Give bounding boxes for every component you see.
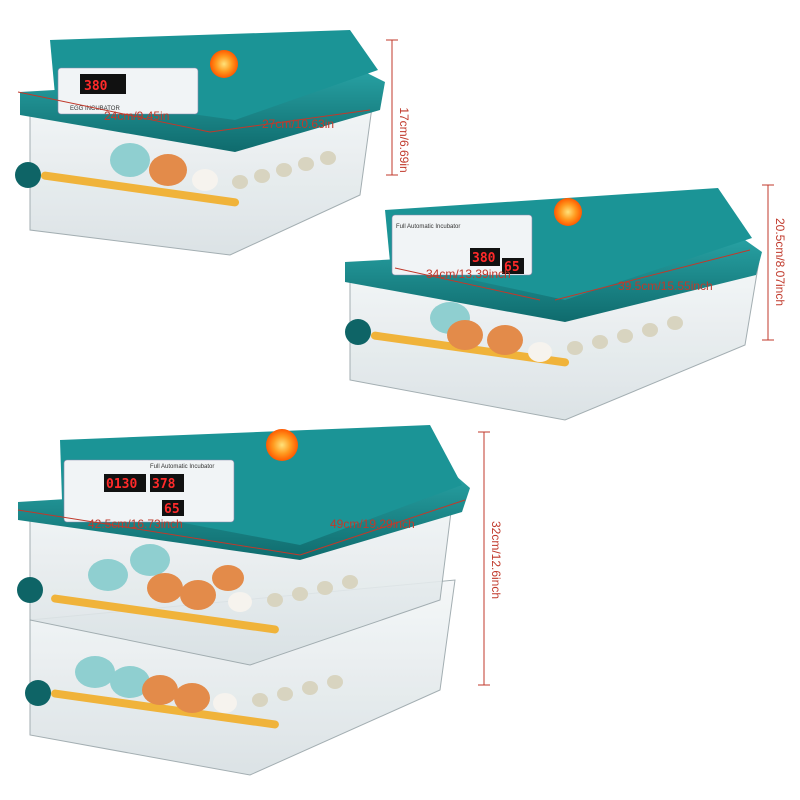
crank-knob-lower: [25, 680, 51, 706]
egg-tray-lower: [51, 656, 343, 729]
dimension-height: 20.5cm/8.07inch: [773, 218, 787, 306]
lcd-display-right: 65: [504, 260, 520, 275]
candling-lamp-icon: [266, 429, 298, 461]
dimension-width: 42.5cm/16.73inch: [88, 517, 183, 531]
incubator-large: 0130 378 65 Full Automatic Incubator 42.…: [17, 425, 503, 776]
dimension-width: 34cm/13.39inch: [426, 267, 511, 281]
dimension-depth: 27cm/10.63in: [262, 117, 334, 131]
panel-label: Full Automatic Incubator: [150, 464, 214, 470]
dimension-depth: 39.5cm/15.55inch: [618, 279, 713, 293]
lcd-display-left: 0130: [106, 477, 137, 492]
lcd-display-left: 380: [472, 251, 496, 266]
egg-tray-upper: [51, 544, 358, 634]
egg-tray: [40, 143, 336, 207]
dimension-height: 32cm/12.6inch: [489, 521, 503, 599]
incubator-small: 380 EGG INCUBATOR 24cm/9.45in 27cm/10.63…: [15, 30, 411, 256]
dimension-width: 24cm/9.45in: [104, 109, 169, 123]
lcd-display-right: 378: [152, 477, 176, 492]
panel-label: EGG INCUBATOR: [70, 106, 120, 112]
crank-knob: [345, 319, 371, 345]
dimension-height: 17cm/6.69in: [397, 107, 411, 172]
candling-lamp-icon: [210, 50, 238, 78]
egg-tray: [370, 302, 683, 367]
lcd-display-bottom: 65: [164, 502, 180, 517]
crank-knob: [15, 162, 41, 188]
crank-knob-upper: [17, 577, 43, 603]
candling-lamp-icon: [554, 198, 582, 226]
dimension-depth: 49cm/19.29inch: [330, 517, 415, 531]
panel-label: Full Automatic Incubator: [396, 224, 460, 230]
incubator-medium: 380 65 Full Automatic Incubator 34cm/13.…: [345, 184, 787, 421]
lcd-display: 380: [84, 79, 108, 94]
